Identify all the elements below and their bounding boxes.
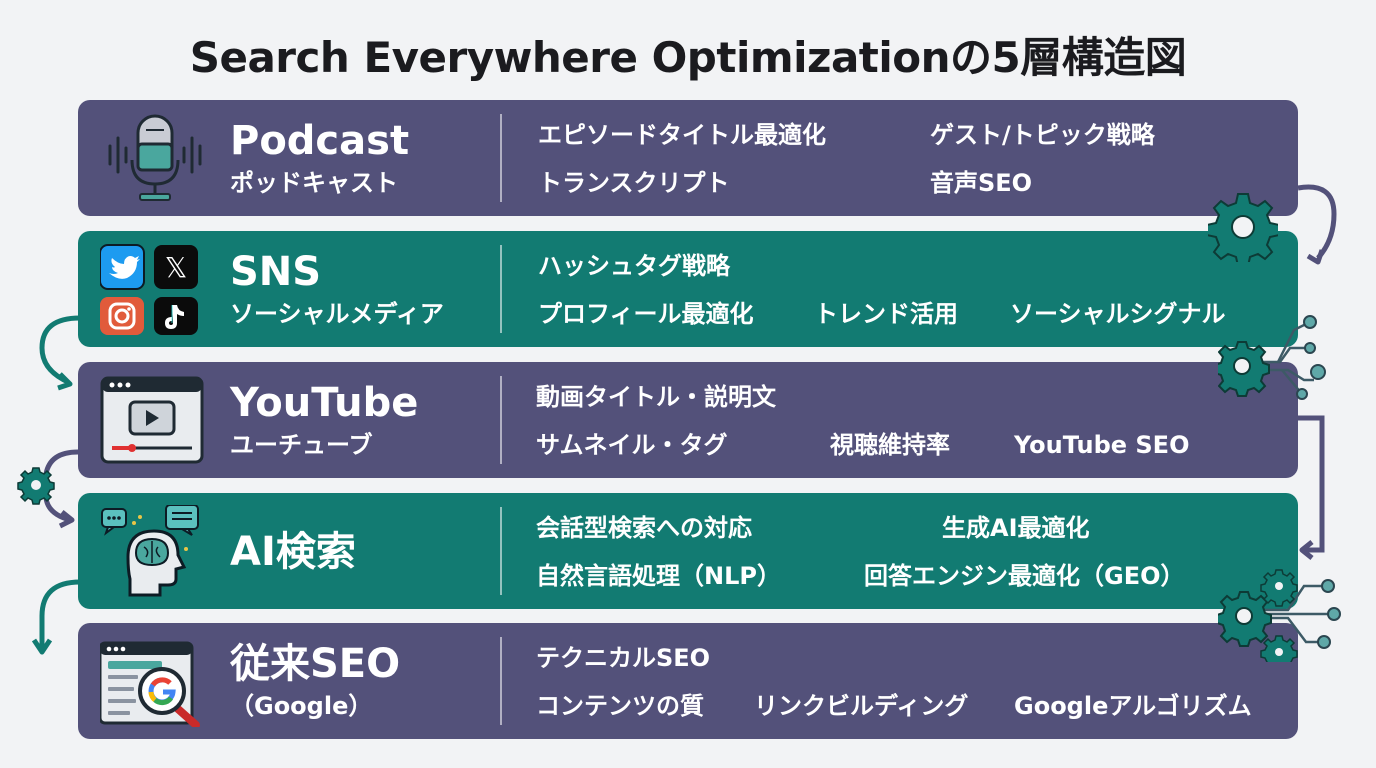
layer-item: 視聴維持率 — [830, 431, 950, 459]
layer-item: 音声SEO — [930, 169, 1033, 197]
elbow-arrow-icon — [1296, 412, 1336, 562]
layer-podcast: Podcast ポッドキャスト エピソードタイトル最適化 ゲスト/トピック戦略 … — [78, 100, 1298, 216]
layer-youtube: YouTube ユーチューブ 動画タイトル・説明文 サムネイル・タグ 視聴維持率… — [78, 362, 1298, 478]
google-search-icon — [100, 635, 210, 727]
network-gears-icon — [1218, 566, 1348, 662]
gear-icon — [1208, 192, 1278, 262]
video-player-icon — [100, 374, 210, 466]
divider — [500, 245, 502, 333]
divider — [500, 507, 502, 595]
ai-brain-icon — [100, 505, 210, 597]
layer-item: 会話型検索への対応 — [536, 514, 752, 542]
curved-arrow-icon — [30, 312, 84, 392]
curved-arrow-icon — [1290, 178, 1350, 268]
layer-subtitle: ユーチューブ — [230, 431, 373, 459]
layer-subtitle: ソーシャルメディア — [230, 300, 444, 328]
layer-item: テクニカルSEO — [536, 644, 711, 672]
layer-item: ゲスト/トピック戦略 — [930, 121, 1155, 149]
divider — [500, 114, 502, 202]
layer-item: 動画タイトル・説明文 — [536, 383, 776, 411]
layer-item: 自然言語処理（NLP） — [536, 562, 781, 590]
curved-arrow-icon — [30, 576, 84, 660]
layer-item: トランスクリプト — [538, 169, 730, 197]
layer-name: YouTube — [230, 380, 419, 426]
layer-subtitle: （Google） — [230, 692, 373, 720]
microphone-icon — [100, 112, 210, 204]
social-apps-icon: 𝕏 — [100, 243, 210, 335]
layer-item: Googleアルゴリズム — [1014, 692, 1252, 720]
layer-item: ハッシュタグ戦略 — [538, 252, 730, 280]
layer-name: 従来SEO — [230, 641, 401, 687]
layer-item: トレンド活用 — [814, 300, 958, 328]
circuit-gear-icon — [1218, 310, 1338, 410]
layer-item: プロフィール最適化 — [538, 300, 754, 328]
layer-item: コンテンツの質 — [536, 692, 704, 720]
layer-name: AI検索 — [230, 529, 356, 575]
layer-item: リンクビルディング — [754, 692, 969, 720]
layer-item: 生成AI最適化 — [942, 514, 1090, 542]
layer-traditional-seo: 従来SEO （Google） テクニカルSEO コンテンツの質 リンクビルディン… — [78, 623, 1298, 739]
gear-arrow-icon — [16, 448, 82, 538]
layer-ai-search: AI検索 会話型検索への対応 生成AI最適化 自然言語処理（NLP） 回答エンジ… — [78, 493, 1298, 609]
layer-subtitle: ポッドキャスト — [230, 169, 398, 197]
layer-item: サムネイル・タグ — [536, 431, 728, 459]
layer-name: SNS — [230, 249, 322, 295]
layer-sns: 𝕏 SNS ソーシャルメディア ハッシュタグ戦略 プロフィール最適化 トレンド活… — [78, 231, 1298, 347]
layer-item: 回答エンジン最適化（GEO） — [864, 562, 1185, 590]
layer-item: YouTube SEO — [1014, 431, 1190, 459]
divider — [500, 637, 502, 725]
divider — [500, 376, 502, 464]
layer-name: Podcast — [230, 118, 410, 164]
page-title: Search Everywhere Optimizationの5層構造図 — [189, 33, 1187, 82]
layer-item: ソーシャルシグナル — [1010, 300, 1226, 328]
layer-item: エピソードタイトル最適化 — [538, 121, 826, 149]
svg-text:𝕏: 𝕏 — [165, 251, 188, 284]
